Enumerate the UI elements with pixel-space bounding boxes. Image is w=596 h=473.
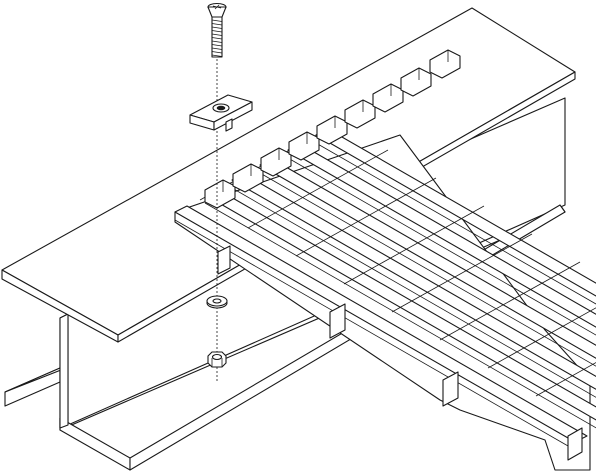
bearing-bar-side — [315, 142, 596, 305]
grating-teeth — [204, 49, 461, 209]
grating-foot-3 — [442, 371, 459, 407]
thread-line — [211, 19, 223, 22]
thread-line — [211, 54, 223, 57]
washer — [206, 295, 228, 309]
thread-line — [211, 37, 223, 40]
i-beam-web-end — [59, 313, 69, 429]
thread-line — [211, 23, 223, 26]
bearing-bar-side — [174, 219, 576, 451]
bearing-bar-side — [259, 172, 596, 367]
thread-line — [211, 26, 223, 29]
thread-line — [211, 44, 223, 47]
grating-panel — [174, 49, 596, 471]
thread-line — [211, 47, 223, 50]
cross-bar — [439, 261, 581, 341]
i-beam-bottom-left — [59, 417, 131, 471]
cross-bar — [535, 362, 596, 397]
grating-foot-2 — [329, 303, 346, 339]
grating-foot-1 — [217, 245, 231, 275]
cross-bar — [247, 149, 389, 229]
cross-bar — [343, 205, 485, 285]
thread-line — [211, 30, 223, 33]
cross-bar — [295, 177, 437, 257]
cross-bar — [487, 307, 596, 369]
hex-nut — [207, 351, 227, 368]
countersunk-screw — [207, 2, 227, 58]
thread-line — [211, 40, 223, 43]
cross-bar — [391, 233, 533, 313]
thread-line — [211, 33, 223, 36]
grating-foot-4 — [567, 427, 583, 461]
bearing-bar-side — [287, 157, 596, 336]
thread-line — [211, 51, 223, 54]
hold-down-clip — [189, 94, 253, 132]
fastener-stack — [189, 2, 253, 382]
screw-thread — [211, 19, 223, 57]
bearing-bar — [174, 205, 588, 443]
